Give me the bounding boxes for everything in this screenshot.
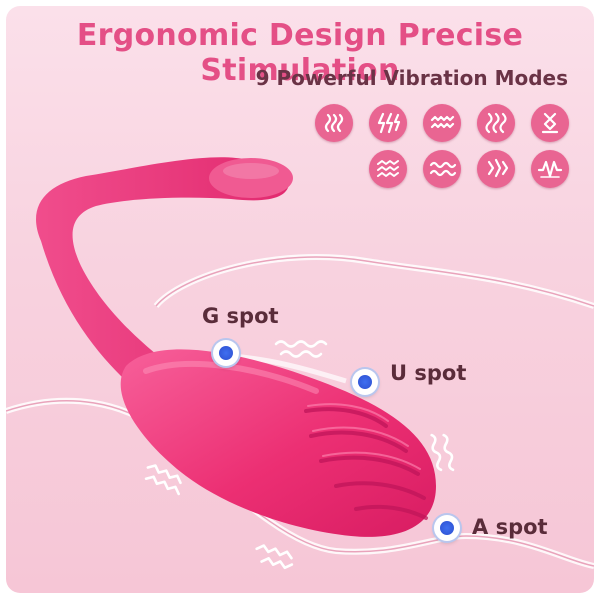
product-banner: Ergonomic Design Precise Stimulation 9 P… <box>6 6 594 593</box>
vibration-bolt-icon <box>369 104 407 142</box>
vibration-zigzag-icon <box>423 104 461 142</box>
anatomy-outline-upper-inner <box>155 256 594 307</box>
device-body <box>120 349 437 537</box>
device-tail <box>36 157 290 406</box>
banner-title: Ergonomic Design Precise Stimulation <box>76 18 524 88</box>
vibration-wave-icon <box>423 150 461 188</box>
product-illustration <box>6 157 594 570</box>
u-spot-label: U spot <box>390 361 467 385</box>
device-ridges <box>304 407 428 520</box>
device-tail-tip-highlight <box>223 163 279 179</box>
vibration-bolt-icon <box>477 150 515 188</box>
anatomy-outline-lower-inner <box>6 400 594 567</box>
vibration-pulse-icon <box>531 104 569 142</box>
banner-subtitle: 9 Powerful Vibration Modes <box>255 66 568 90</box>
vibration-zigzag-icon <box>369 150 407 188</box>
device-tail-tip <box>209 158 293 198</box>
a-spot-marker <box>434 515 460 541</box>
a-spot-label: A spot <box>472 515 548 539</box>
u-spot-marker <box>352 369 378 395</box>
device-body-highlight <box>143 361 319 394</box>
vibration-wave-icon <box>477 104 515 142</box>
vibration-pulse-icon <box>531 150 569 188</box>
vibration-wave-icon <box>315 104 353 142</box>
g-spot-label: G spot <box>202 304 279 328</box>
anatomy-outline-upper <box>153 254 594 309</box>
g-spot-marker <box>213 340 239 366</box>
vibration-marks <box>144 340 455 570</box>
